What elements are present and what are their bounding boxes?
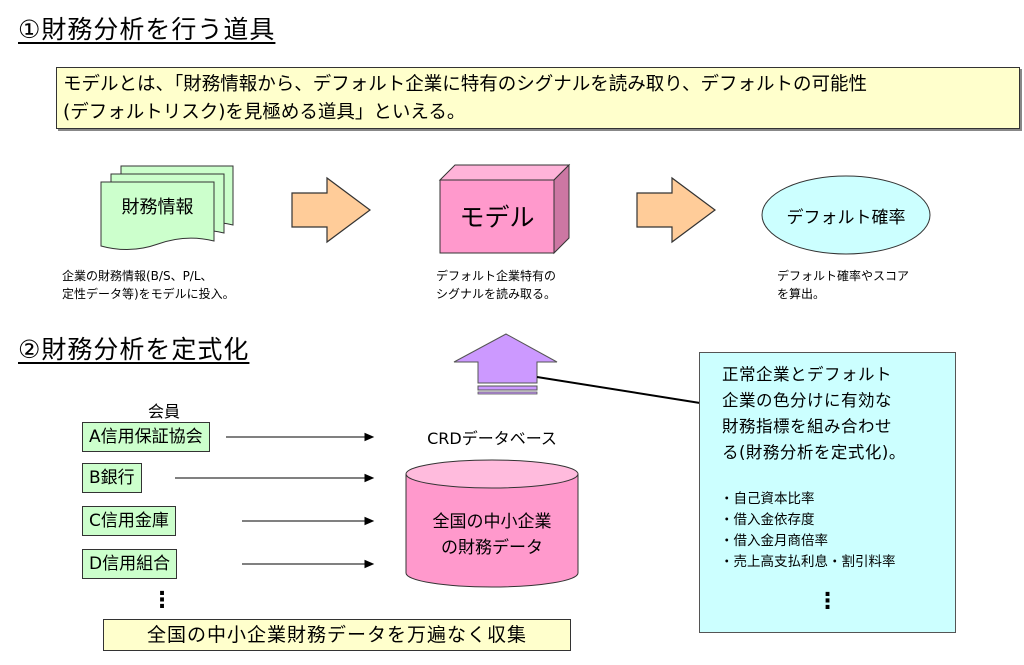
financial-info-label: 財務情報 bbox=[121, 197, 194, 218]
caption-line: 企業の財務情報(B/S、P/L、 bbox=[62, 269, 213, 283]
database-cylinder-icon bbox=[405, 459, 579, 588]
default-probability-label: デフォルト確率 bbox=[786, 208, 906, 228]
members-more-ellipsis: ⋮ bbox=[151, 588, 173, 613]
member-box: C信用金庫 bbox=[82, 506, 176, 536]
note-text: 正常企業とデフォルト 企業の色分けに有効な 財務指標を組み合わせ る(財務分析を… bbox=[722, 362, 906, 466]
member-box: D信用組合 bbox=[82, 549, 178, 579]
database-title: CRDデータベース bbox=[427, 429, 557, 448]
arrowhead-icon bbox=[364, 473, 375, 483]
indicator-item: ・売上高支払利息・割引料率 bbox=[720, 554, 896, 570]
caption-line: 定性データ等)をモデルに投入。 bbox=[62, 287, 235, 301]
model-box-icon bbox=[438, 163, 571, 255]
model-caption: デフォルト企業特有の シグナルを読み取る。 bbox=[436, 267, 556, 303]
member-box: A信用保証協会 bbox=[82, 422, 210, 452]
flow-arrow-right-icon bbox=[291, 176, 372, 244]
intro-box: モデルとは、「財務情報から、デフォルト企業に特有のシグナルを読み取り、デフォルト… bbox=[56, 67, 1020, 129]
database-label-line: の財務データ bbox=[441, 538, 543, 558]
financial-info-caption: 企業の財務情報(B/S、P/L、 定性データ等)をモデルに投入。 bbox=[62, 267, 235, 303]
section2-heading: ②財務分析を定式化 bbox=[18, 335, 250, 364]
indicator-item: ・借入金月商倍率 bbox=[720, 533, 828, 549]
connector-line bbox=[536, 376, 701, 404]
section1-heading: ①財務分析を行う道具 bbox=[18, 15, 276, 44]
note-line: 企業の色分けに有効な bbox=[722, 391, 892, 410]
default-probability-ellipse bbox=[761, 175, 931, 255]
model-label: モデル bbox=[459, 203, 535, 232]
arrowhead-icon bbox=[364, 516, 375, 526]
member-box: B銀行 bbox=[82, 463, 142, 493]
members-label: 会員 bbox=[148, 402, 181, 421]
member-arrows bbox=[175, 432, 375, 569]
up-arrow-icon bbox=[453, 333, 558, 395]
document-stack-icon bbox=[100, 165, 234, 250]
intro-line-1: モデルとは、「財務情報から、デフォルト企業に特有のシグナルを読み取り、デフォルト… bbox=[63, 74, 868, 95]
caption-line: デフォルト確率やスコア bbox=[777, 269, 910, 283]
database-label-line: 全国の中小企業 bbox=[432, 512, 552, 532]
indicator-item: ・借入金依存度 bbox=[720, 512, 815, 528]
caption-line: シグナルを読み取る。 bbox=[436, 287, 557, 301]
arrowhead-icon bbox=[364, 432, 375, 442]
default-probability-caption: デフォルト確率やスコア を算出。 bbox=[777, 267, 909, 303]
indicator-item: ・自己資本比率 bbox=[720, 491, 815, 507]
note-line: 正常企業とデフォルト bbox=[722, 365, 892, 384]
flow-arrow-right-icon bbox=[636, 176, 717, 244]
note-line: る(財務分析を定式化)。 bbox=[722, 443, 906, 462]
caption-line: デフォルト企業特有の bbox=[436, 269, 557, 283]
indicator-list: ・自己資本比率 ・借入金依存度 ・借入金月商倍率 ・売上高支払利息・割引料率 bbox=[720, 489, 896, 573]
indicator-note-box: 正常企業とデフォルト 企業の色分けに有効な 財務指標を組み合わせ る(財務分析を… bbox=[699, 352, 956, 633]
arrowhead-icon bbox=[364, 559, 375, 569]
database-label: 全国の中小企業 の財務データ bbox=[406, 509, 578, 561]
indicator-more-ellipsis: ⋮ bbox=[816, 589, 839, 614]
intro-line-2: (デフォルトリスク)を見極める道具」といえる。 bbox=[63, 102, 466, 123]
collect-banner: 全国の中小企業財務データを万遍なく収集 bbox=[103, 619, 571, 651]
note-line: 財務指標を組み合わせ bbox=[722, 417, 892, 436]
caption-line: を算出。 bbox=[777, 287, 826, 301]
